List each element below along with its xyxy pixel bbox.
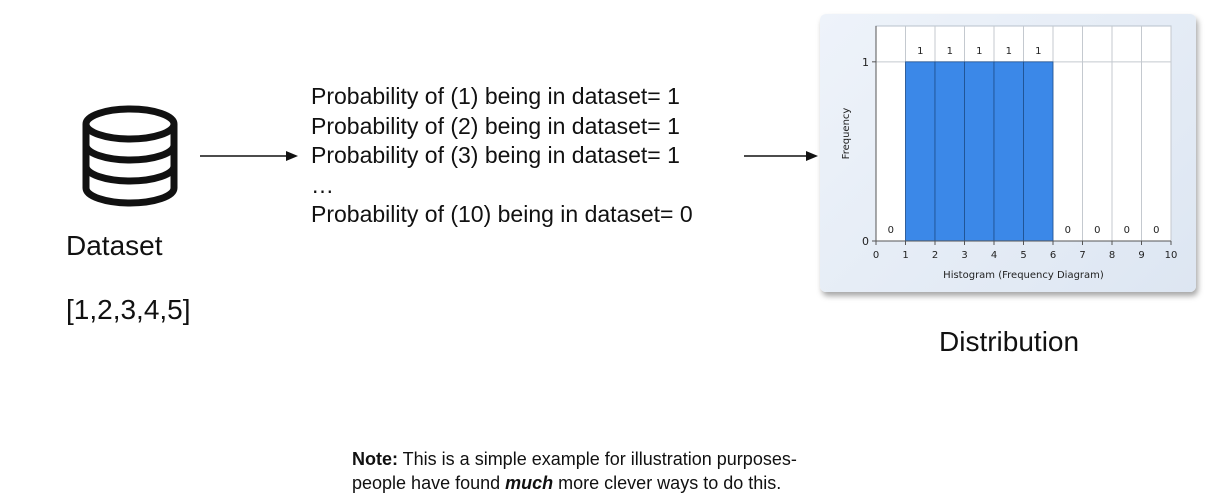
x-axis-title: Histogram (Frequency Diagram) [943,270,1104,281]
x-tick-label: 5 [1020,250,1026,261]
histogram-bar [964,61,995,242]
distribution-label: Distribution [939,326,1080,357]
probability-line: Probability of (2) being in dataset= 1 [311,112,680,139]
bar-value-label: 1 [917,46,923,57]
x-tick-label: 10 [1165,250,1178,261]
dataset-values: [1,2,3,4,5] [66,294,191,325]
bar-value-label: 0 [1094,225,1100,236]
bar-value-label: 1 [1006,46,1012,57]
x-tick-label: 3 [961,250,967,261]
note-emphasis: much [505,473,554,493]
y-tick-label: 1 [862,56,869,69]
database-icon [82,105,178,207]
y-axis-title: Frequency [841,108,852,160]
arrow-dataset-to-probabilities [200,151,298,161]
histogram-bar [934,61,965,242]
x-tick-label: 4 [991,250,997,261]
x-tick-label: 1 [902,250,908,261]
histogram-bar [1023,61,1054,242]
x-tick-label: 2 [932,250,938,261]
probability-list: Probability of (1) being in dataset= 1 P… [311,82,693,230]
note-lead: Note: [352,449,398,469]
probability-line: Probability of (3) being in dataset= 1 [311,142,680,168]
histogram-bar [993,61,1024,242]
x-tick-label: 8 [1109,250,1115,261]
x-tick-label: 6 [1050,250,1056,261]
dataset-label: Dataset [66,230,163,261]
probability-line: Probability of (1) being in dataset= 1 [311,83,680,109]
bar-value-label: 1 [947,46,953,57]
ellipsis: … [311,171,334,198]
histogram-bar [905,61,936,242]
bar-value-label: 0 [1124,225,1130,236]
note-text: This is a simple example for illustratio… [398,449,797,469]
note: Note: This is a simple example for illus… [352,447,872,495]
bar-value-label: 0 [1153,225,1159,236]
bar-value-label: 1 [976,46,982,57]
y-tick-label: 0 [862,235,869,248]
bar-value-label: 1 [1035,46,1041,57]
x-tick-label: 9 [1138,250,1144,261]
bar-value-label: 0 [888,225,894,236]
arrow-probabilities-to-distribution [744,151,818,161]
probability-line: Probability of (10) being in dataset= 0 [311,201,693,227]
bar-value-label: 0 [1065,225,1071,236]
x-tick-label: 0 [873,250,879,261]
x-tick-label: 7 [1079,250,1085,261]
note-text: more clever ways to do this. [553,473,782,493]
note-text: people have found [352,473,506,493]
